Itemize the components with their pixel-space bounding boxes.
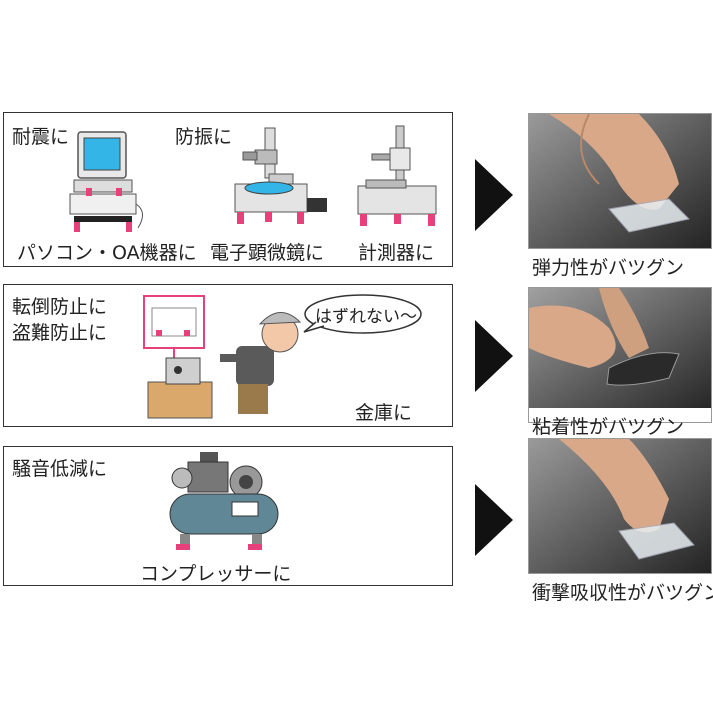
pc-illustration <box>69 131 143 232</box>
photo-adhesion <box>528 287 712 423</box>
microscope-illustration <box>234 127 327 224</box>
heading-earthquake: 耐震に <box>12 126 70 148</box>
heading-anti-theft: 盗難防止に <box>12 322 108 344</box>
heading-noise-reduction: 騒音低減に <box>12 458 108 480</box>
photo-shock-absorption <box>528 438 712 574</box>
compressor-illustration <box>169 452 279 550</box>
caption-instrument: 計測器に <box>358 242 435 264</box>
caption-microscope: 電子顕微鏡に <box>210 242 325 264</box>
caption-shock-absorption: 衝撃吸収性がバツグン <box>532 582 713 604</box>
speech-text: はずれない〜 <box>315 307 417 327</box>
arrow-right-icon <box>475 159 513 231</box>
arrow-right-icon <box>475 484 513 556</box>
caption-adhesion: 粘着性がバツグン <box>532 416 685 438</box>
speech-bubble <box>303 294 422 334</box>
caption-safe: 金庫に <box>355 402 413 424</box>
measuring-instrument-illustration <box>357 125 437 226</box>
caption-compressor: コンプレッサーに <box>140 563 292 585</box>
photo-elasticity <box>528 113 712 249</box>
heading-anti-topple: 転倒防止に <box>12 296 108 318</box>
arrow-right-icon <box>475 320 513 392</box>
heading-vibration: 防振に <box>175 126 233 148</box>
caption-pc-oa: パソコン・OA機器に <box>17 242 197 264</box>
caption-elasticity: 弾力性がバツグン <box>532 257 685 279</box>
safe-illustration <box>143 295 302 419</box>
